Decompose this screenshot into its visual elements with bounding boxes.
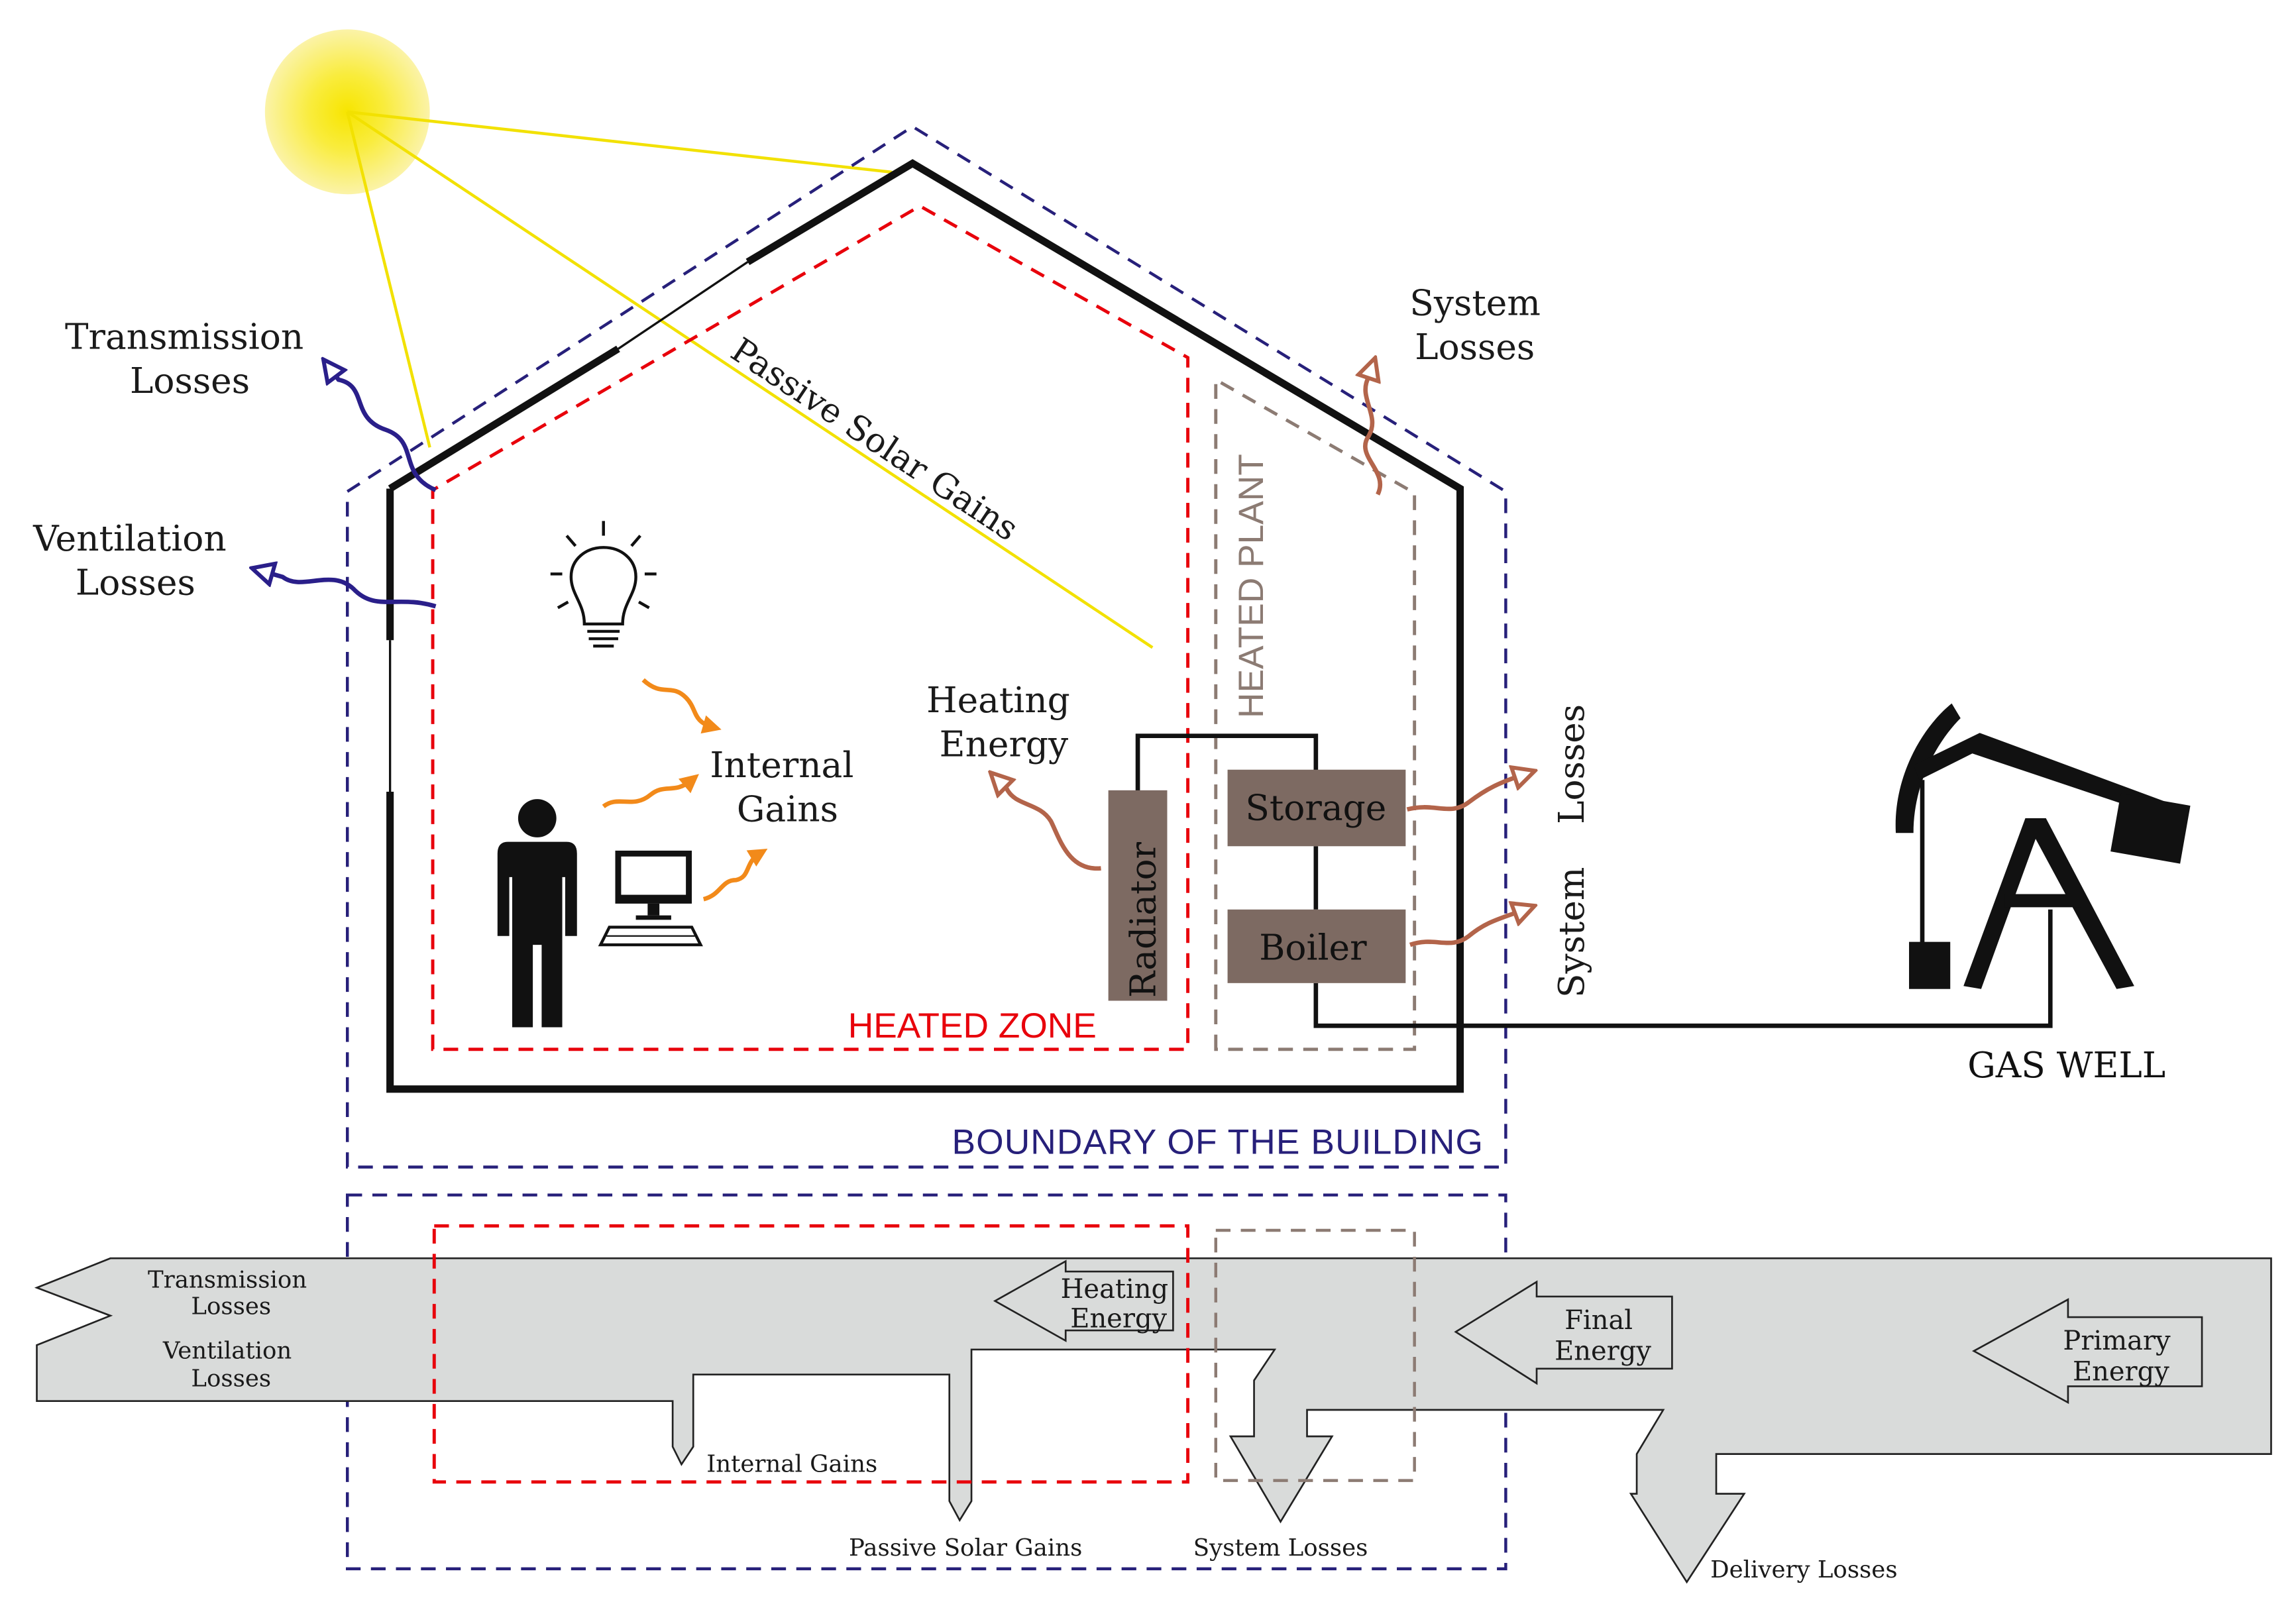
system-losses-top-label: System Losses	[1409, 282, 1551, 368]
final-energy-flow-arrow	[1454, 1280, 1673, 1385]
plant-pipes	[1135, 733, 2053, 1028]
flow-internal-gains: Internal Gains	[706, 1450, 877, 1477]
heated-zone-outline	[431, 204, 1190, 1051]
heating-energy-flow-arrow	[993, 1259, 1174, 1342]
flow-delivery-losses: Delivery Losses	[1710, 1556, 1897, 1583]
energy-flow-band	[34, 1257, 2272, 1584]
heating-energy-label: Heating Energy	[926, 680, 1081, 765]
boiler-box: Boiler	[1227, 909, 1406, 983]
primary-energy-flow-arrow	[1971, 1298, 2203, 1405]
internal-gains-label: Internal Gains	[710, 745, 865, 830]
sun-icon	[264, 29, 430, 195]
heating-energy-arrow	[998, 780, 1101, 871]
flow-transmission-losses: Transmission Losses	[148, 1267, 314, 1320]
building-boundary	[346, 125, 1507, 1169]
radiator-label: Radiator	[1123, 841, 1164, 998]
system-losses-side-word2: Losses	[1551, 704, 1592, 824]
radiator-box: Radiator	[1108, 790, 1168, 1001]
heated-zone-label: HEATED ZONE	[848, 1006, 1097, 1045]
transmission-loss-arrow	[330, 368, 437, 492]
flow-heated-zone	[432, 1224, 1190, 1484]
sun-rays	[346, 110, 1154, 649]
ventilation-losses-label: Ventilation Losses	[32, 518, 238, 604]
storage-label: Storage	[1245, 787, 1386, 828]
heated-plant-label: HEATED PLANT	[1232, 454, 1271, 718]
ventilation-loss-arrow	[262, 571, 437, 609]
internal-gain-arrows	[602, 678, 768, 902]
house-walls	[386, 159, 1464, 1093]
storage-box: Storage	[1227, 769, 1406, 847]
transmission-losses-label: Transmission Losses	[65, 316, 315, 401]
flow-final-energy: Final Energy	[1555, 1305, 1651, 1367]
passive-solar-gains-label: Passive Solar Gains	[724, 331, 1025, 549]
computer-icon	[598, 850, 703, 947]
flow-system-losses: System Losses	[1193, 1534, 1368, 1562]
system-losses-side-arrows	[1406, 774, 1525, 947]
flow-ventilation-losses: Ventilation Losses	[162, 1337, 300, 1392]
pumpjack-icon	[1895, 703, 2191, 989]
gas-well-label: GAS WELL	[1967, 1045, 2165, 1086]
system-losses-side-word1: System	[1551, 867, 1592, 998]
flow-passive-solar-gains: Passive Solar Gains	[849, 1534, 1082, 1562]
person-icon	[497, 799, 577, 1028]
system-losses-top-arrow	[1365, 368, 1383, 496]
boundary-label: BOUNDARY OF THE BUILDING	[952, 1122, 1484, 1161]
lightbulb-icon	[550, 521, 657, 648]
flow-primary-energy: Primary Energy	[2063, 1326, 2179, 1387]
boiler-label: Boiler	[1259, 927, 1367, 968]
flow-heating-energy: Heating Energy	[1061, 1274, 1177, 1334]
